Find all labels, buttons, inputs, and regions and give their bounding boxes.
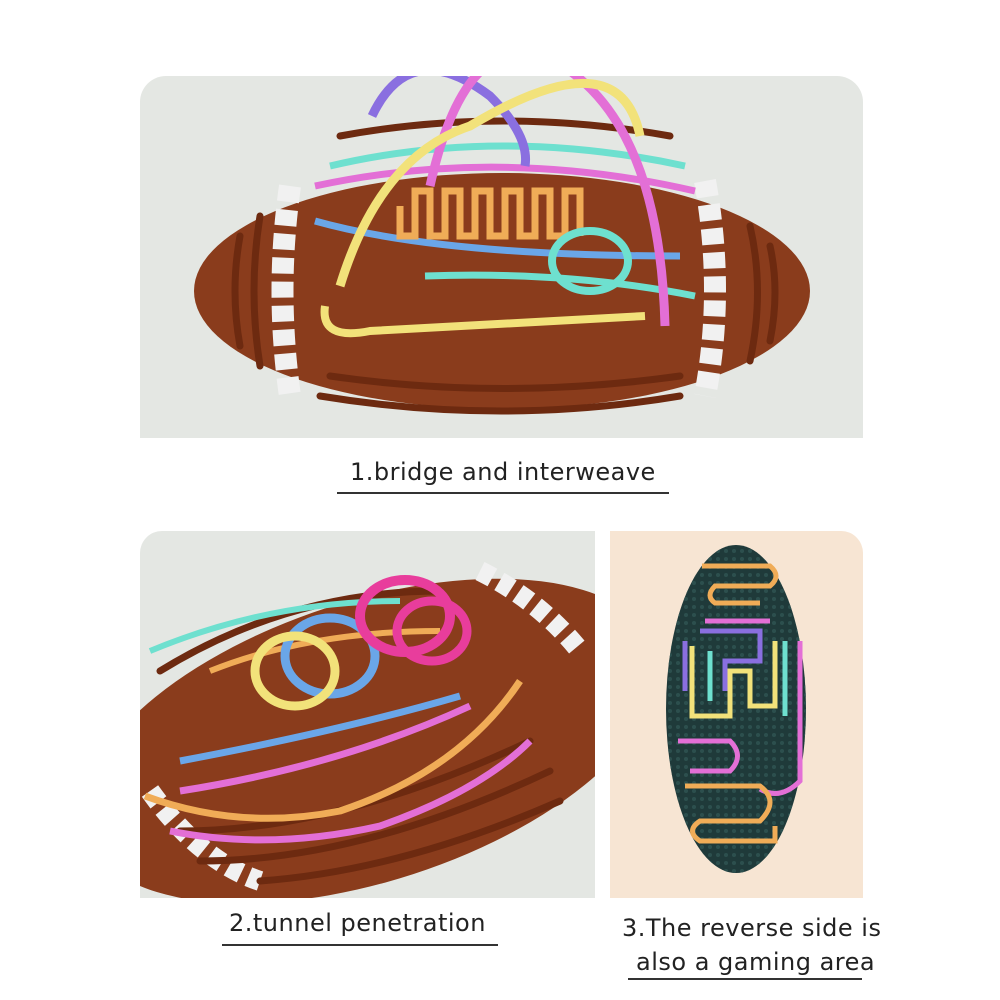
caption-tunnel: 2.tunnel penetration (229, 909, 486, 937)
left-lace (271, 184, 301, 398)
upper-lace (475, 562, 588, 658)
purple-track (682, 628, 763, 691)
purple-arch (367, 76, 531, 167)
caption-underline (222, 944, 498, 946)
reverse-side-photo (610, 531, 863, 898)
orange-lower-track (143, 679, 523, 822)
cyan-loop (548, 227, 632, 295)
yellow-maze-track (689, 641, 778, 719)
orange-zigzag-track (396, 187, 584, 240)
caption-reverse-line1: 3.The reverse side is (622, 914, 882, 942)
caption-reverse-line2: also a gaming area (636, 948, 876, 976)
right-lace (694, 179, 726, 399)
board-ridges (231, 117, 779, 415)
bridge-board-illustration (194, 76, 810, 415)
magenta-tunnel-loop-2 (392, 596, 472, 666)
pink-arch (425, 76, 670, 327)
pink-lower-track (678, 738, 740, 774)
bridge-photo (140, 76, 863, 438)
tunnel-board-illustration (140, 562, 595, 898)
tunnel-photo (140, 531, 595, 898)
orange-lower-track (685, 783, 778, 844)
cyan-maze-track (707, 641, 788, 716)
yellow-tunnel-loop (250, 631, 340, 711)
reverse-board-illustration (666, 545, 806, 873)
blue-track (179, 692, 461, 765)
yellow-lower-track (320, 305, 646, 338)
caption-underline (337, 492, 669, 494)
pink-lower-track (169, 738, 533, 844)
caption-underline (628, 978, 862, 980)
orange-top-track (702, 563, 779, 606)
yellow-arch (335, 79, 645, 288)
caption-bridge: 1.bridge and interweave (350, 458, 656, 486)
lower-lace (141, 785, 264, 891)
blue-track (314, 217, 681, 260)
pink-track (179, 702, 472, 795)
